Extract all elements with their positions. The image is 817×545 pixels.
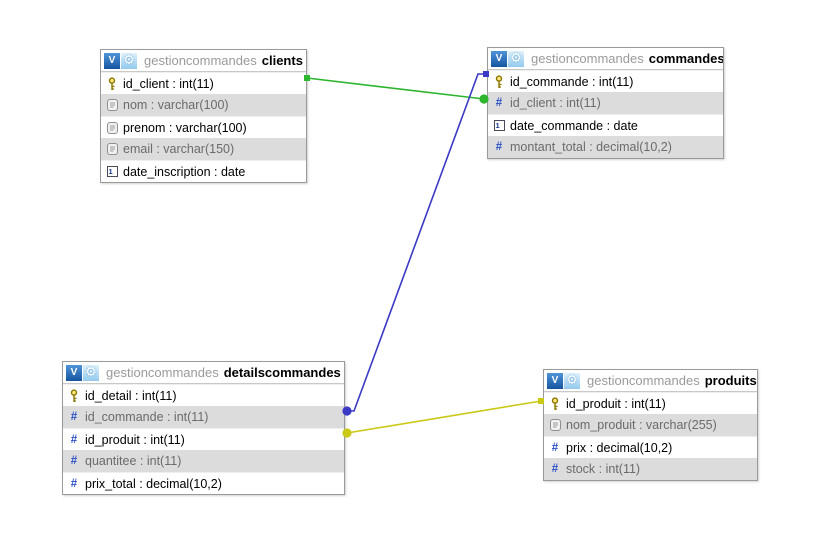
text-type-icon (105, 121, 119, 135)
relation-commandes-detailscommandes[interactable] (342, 71, 489, 416)
table-clients[interactable]: V⚙ gestioncommandes clients id_client : int… (100, 49, 307, 183)
database-name: gestioncommandes (106, 365, 219, 380)
primary-key-icon (492, 74, 506, 89)
text-type-icon (548, 418, 562, 432)
column-row[interactable]: prenom : varchar(100) (101, 116, 306, 138)
relation-clients-commandes[interactable] (304, 75, 489, 104)
primary-key-icon (548, 396, 562, 411)
relation-detailscommandes-produits[interactable] (342, 398, 544, 438)
table-produits[interactable]: V⚙ gestioncommandes produits id_produit : i… (543, 369, 758, 481)
calendar-glyph: 1 (106, 166, 118, 177)
column-label: email : varchar(150) (123, 142, 235, 156)
column-row[interactable]: id_commande : int(11) (488, 70, 723, 92)
hash-glyph: # (495, 141, 503, 153)
view-structure-icon[interactable]: V (547, 372, 563, 389)
column-label: nom : varchar(100) (123, 98, 229, 112)
hash-glyph: # (70, 477, 78, 490)
table-options-gear-icon[interactable]: ⚙ (83, 364, 99, 381)
column-row[interactable]: # id_client : int(11) (488, 92, 723, 114)
column-row[interactable]: # prix_total : decimal(10,2) (63, 472, 344, 494)
database-name: gestioncommandes (587, 373, 700, 388)
date-type-icon: 1 (492, 119, 506, 133)
table-name: produits (704, 373, 757, 388)
database-name: gestioncommandes (531, 51, 644, 66)
table-name: clients (261, 53, 303, 68)
primary-key-icon (67, 388, 81, 403)
hash-glyph: # (551, 463, 559, 475)
table-name: detailscommandes (223, 365, 341, 380)
column-label: date_inscription : date (123, 164, 246, 179)
column-row[interactable]: id_client : int(11) (101, 72, 306, 94)
column-row[interactable]: # quantitee : int(11) (63, 450, 344, 472)
numeric-type-icon: # (67, 477, 81, 491)
calendar-glyph: 1 (493, 120, 505, 131)
numeric-type-icon: # (548, 462, 562, 476)
hash-glyph: # (551, 441, 559, 454)
column-row[interactable]: id_detail : int(11) (63, 384, 344, 406)
numeric-type-icon: # (548, 441, 562, 455)
numeric-type-icon: # (67, 410, 81, 424)
column-label: prix : decimal(10,2) (566, 440, 673, 455)
numeric-type-icon: # (67, 454, 81, 468)
column-label: id_commande : int(11) (85, 410, 209, 424)
column-row[interactable]: # id_commande : int(11) (63, 406, 344, 428)
database-name: gestioncommandes (144, 53, 257, 68)
column-label: id_detail : int(11) (85, 388, 177, 403)
column-row[interactable]: nom : varchar(100) (101, 94, 306, 116)
column-row[interactable]: email : varchar(150) (101, 138, 306, 160)
table-name: commandes (648, 51, 723, 66)
table-header[interactable]: V⚙ gestioncommandes clients (101, 50, 306, 72)
column-row[interactable]: # montant_total : decimal(10,2) (488, 136, 723, 158)
table-detailscommandes[interactable]: V⚙ gestioncommandes detailscommandes id_det… (62, 361, 345, 495)
hash-glyph: # (495, 97, 503, 109)
view-structure-icon[interactable]: V (66, 364, 82, 381)
column-row[interactable]: id_produit : int(11) (544, 392, 757, 414)
column-label: id_client : int(11) (123, 76, 214, 91)
column-label: prenom : varchar(100) (123, 120, 247, 135)
column-row[interactable]: 1 date_inscription : date (101, 160, 306, 182)
column-label: id_commande : int(11) (510, 74, 634, 89)
column-label: id_client : int(11) (510, 96, 601, 110)
column-row[interactable]: nom_produit : varchar(255) (544, 414, 757, 436)
hash-glyph: # (70, 411, 78, 423)
table-header[interactable]: V⚙ gestioncommandes detailscommandes (63, 362, 344, 384)
table-options-gear-icon[interactable]: ⚙ (508, 50, 524, 67)
primary-key-icon (105, 76, 119, 91)
table-header[interactable]: V⚙ gestioncommandes produits (544, 370, 757, 392)
hash-glyph: # (70, 455, 78, 467)
column-label: nom_produit : varchar(255) (566, 418, 717, 432)
text-type-icon (105, 142, 119, 156)
column-row[interactable]: 1 date_commande : date (488, 114, 723, 136)
view-structure-icon[interactable]: V (491, 50, 507, 67)
numeric-type-icon: # (492, 96, 506, 110)
table-header[interactable]: V⚙ gestioncommandes commandes (488, 48, 723, 70)
column-row[interactable]: # prix : decimal(10,2) (544, 436, 757, 458)
table-commandes[interactable]: V⚙ gestioncommandes commandes id_commande :… (487, 47, 724, 159)
column-label: montant_total : decimal(10,2) (510, 140, 672, 154)
column-label: id_produit : int(11) (85, 432, 185, 447)
column-row[interactable]: # id_produit : int(11) (63, 428, 344, 450)
text-type-icon (105, 98, 119, 112)
view-structure-icon[interactable]: V (104, 52, 120, 69)
numeric-type-icon: # (492, 140, 506, 154)
column-label: quantitee : int(11) (85, 454, 182, 468)
column-label: prix_total : decimal(10,2) (85, 476, 222, 491)
column-row[interactable]: # stock : int(11) (544, 458, 757, 480)
table-options-gear-icon[interactable]: ⚙ (564, 372, 580, 389)
hash-glyph: # (70, 433, 78, 446)
table-options-gear-icon[interactable]: ⚙ (121, 52, 137, 69)
column-label: id_produit : int(11) (566, 396, 666, 411)
date-type-icon: 1 (105, 165, 119, 179)
column-label: stock : int(11) (566, 462, 641, 476)
numeric-type-icon: # (67, 433, 81, 447)
column-label: date_commande : date (510, 118, 638, 133)
